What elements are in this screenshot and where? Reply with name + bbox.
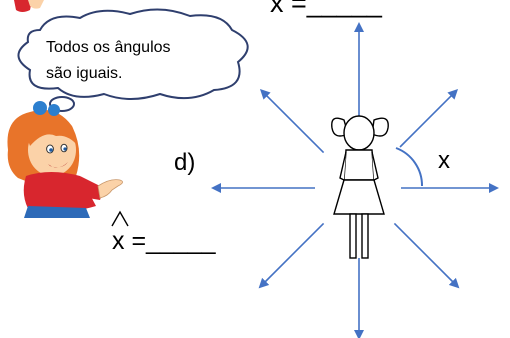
arrow-down-left (258, 222, 325, 289)
speech-text-line-1: Todos os ângulos (46, 39, 171, 56)
answer-line: x =_____ (111, 210, 217, 255)
arrow-down-right (393, 222, 460, 289)
top-answer-line: x =_____ (270, 0, 383, 18)
arrow-up-left (259, 88, 325, 154)
angle-label: x (438, 147, 450, 174)
item-label: d) (174, 149, 195, 176)
arrow-up-right (399, 88, 459, 148)
cropped-girl-top (14, 0, 44, 12)
thought-bubble: Todos os ângulos são iguais. (17, 8, 249, 123)
center-girl (331, 115, 389, 259)
girl-character (7, 101, 123, 218)
speech-text-line-2: são iguais. (46, 65, 123, 82)
svg-text:x =_____: x =_____ (112, 227, 217, 255)
radiating-arrows (211, 22, 499, 338)
angle-arc (395, 147, 424, 187)
